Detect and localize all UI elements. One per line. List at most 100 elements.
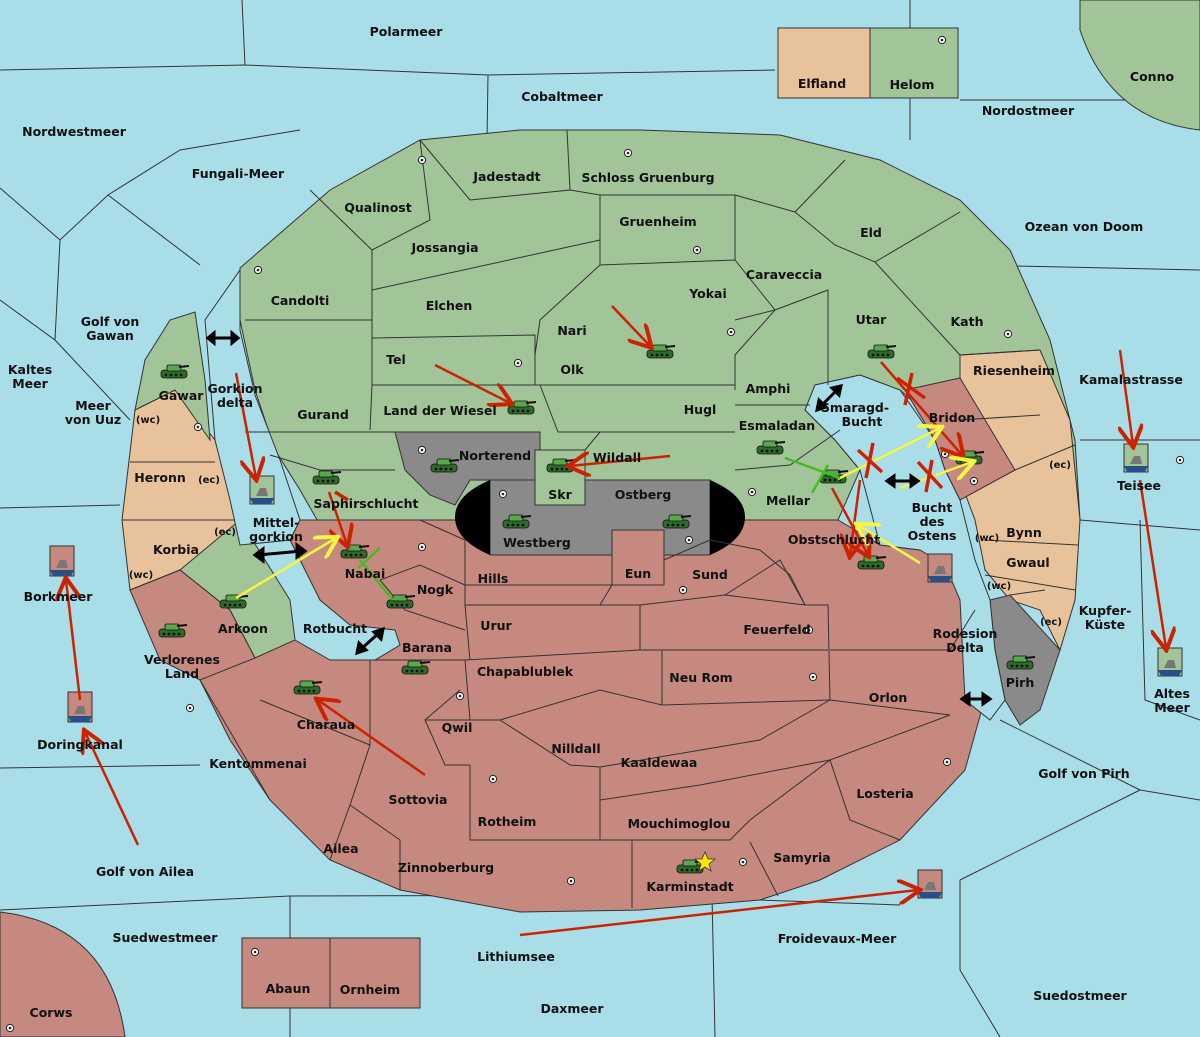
label-sund: Sund	[692, 567, 728, 582]
label-elchen: Elchen	[426, 298, 473, 313]
label-zinnoberburg: Zinnoberburg	[398, 860, 494, 875]
eun-region	[611, 529, 665, 586]
label-altes-meer-2: Meer	[1154, 700, 1190, 715]
label-suedwestmeer: Suedwestmeer	[113, 930, 219, 945]
label-nabai: Nabai	[345, 566, 386, 581]
pink-borders	[199, 519, 976, 908]
star-icon	[693, 850, 717, 872]
label-bucht-des-ostens-1: Bucht	[912, 500, 953, 515]
label-suedostmeer: Suedostmeer	[1033, 988, 1127, 1003]
ship-icon	[1123, 443, 1149, 473]
label-golf-von-gawan-1: Golf von	[81, 314, 140, 329]
conno-region	[1079, 0, 1200, 131]
label-jadestadt: Jadestadt	[472, 169, 540, 184]
label-land-der-wiesel: Land der Wiesel	[383, 403, 496, 418]
label-nilldall: Nilldall	[551, 741, 600, 756]
coast-labels: (wc) (ec) (ec) (wc) (ec) (wc) (wc) (ec)	[129, 415, 1071, 628]
label-tel: Tel	[386, 352, 406, 367]
label-mellar: Mellar	[766, 493, 811, 508]
label-jossangia: Jossangia	[410, 240, 478, 255]
label-karminstadt: Karminstadt	[646, 879, 733, 894]
label-ostberg: Ostberg	[615, 487, 672, 502]
label-norterend: Norterend	[459, 448, 531, 463]
label-obstschlucht: Obstschlucht	[788, 532, 880, 547]
label-kath: Kath	[951, 314, 984, 329]
coast-label-wc: (wc)	[987, 581, 1011, 592]
label-eun: Eun	[625, 566, 651, 581]
label-gorkion-delta-1: Gorkion	[207, 381, 262, 396]
label-chapablublek: Chapablublek	[477, 664, 574, 679]
label-westberg: Westberg	[503, 535, 571, 550]
label-samyria: Samyria	[773, 850, 831, 865]
coast-label-wc: (wc)	[975, 533, 999, 544]
label-kaaldewaa: Kaaldewaa	[621, 755, 698, 770]
norterend-region	[394, 431, 541, 506]
label-yokai: Yokai	[688, 286, 727, 301]
double-arrow-icon	[205, 329, 993, 707]
label-teisee: Teisee	[1117, 478, 1161, 493]
label-esmaladan: Esmaladan	[739, 418, 815, 433]
label-hills: Hills	[478, 571, 509, 586]
label-polarmeer: Polarmeer	[370, 24, 444, 39]
label-ailea: Ailea	[323, 841, 358, 856]
label-rodesion-delta-2: Delta	[946, 640, 984, 655]
label-doringkanal: Doringkanal	[37, 737, 123, 752]
label-verlorenes-land-2: Land	[165, 666, 199, 681]
label-sottovia: Sottovia	[389, 792, 448, 807]
ornheim-region	[329, 937, 421, 1009]
label-golf-von-gawan-2: Gawan	[86, 328, 134, 343]
label-altes-meer-1: Altes	[1154, 686, 1190, 701]
ship-icon	[927, 553, 953, 583]
label-nordwestmeer: Nordwestmeer	[22, 124, 127, 139]
label-cobaltmeer: Cobaltmeer	[521, 89, 603, 104]
coast-label-ec: (ec)	[1040, 617, 1062, 628]
label-verlorenes-land-1: Verlorenes	[144, 652, 220, 667]
label-ozean-von-doom: Ozean von Doom	[1025, 219, 1144, 234]
label-saphirschlucht: Saphirschlucht	[314, 496, 419, 511]
label-kamalastrasse: Kamalastrasse	[1079, 372, 1183, 387]
label-orlon: Orlon	[869, 690, 908, 705]
label-bynn: Bynn	[1006, 525, 1041, 540]
corws-region	[0, 911, 126, 1037]
label-abaun: Abaun	[266, 981, 311, 996]
label-meer-von-uuz-1: Meer	[75, 398, 111, 413]
label-gorkion-delta-2: delta	[217, 395, 253, 410]
label-rotheim: Rotheim	[478, 814, 537, 829]
label-nogk: Nogk	[417, 582, 454, 597]
green-borders	[245, 129, 961, 471]
verlorenes-land-region	[129, 569, 256, 681]
label-conno: Conno	[1130, 69, 1175, 84]
coast-label-ec: (ec)	[1049, 460, 1071, 471]
coast-label-wc: (wc)	[129, 570, 153, 581]
convoy-orders	[357, 456, 841, 601]
label-caraveccia: Caraveccia	[746, 267, 822, 282]
x-mark-icon	[334, 372, 944, 502]
label-wildall: Wildall	[593, 450, 641, 465]
label-nari: Nari	[557, 323, 586, 338]
label-neu-rom: Neu Rom	[669, 670, 732, 685]
label-kupfer-kueste-2: Küste	[1085, 617, 1125, 632]
label-pirh: Pirh	[1006, 675, 1035, 690]
ship-icon	[249, 475, 275, 505]
label-rodesion-delta-1: Rodesion	[933, 626, 998, 641]
label-charaua: Charaua	[297, 717, 355, 732]
label-daxmeer: Daxmeer	[540, 1001, 604, 1016]
label-mittelgorkion-1: Mittel-	[253, 515, 300, 530]
label-barana: Barana	[402, 640, 452, 655]
label-mittelgorkion-2: gorkion	[249, 529, 303, 544]
move-orders	[66, 305, 1166, 937]
coast-label-ec: (ec)	[214, 527, 236, 538]
label-korbia: Korbia	[153, 542, 199, 557]
west-cap	[455, 480, 490, 555]
coast-label-ec: (ec)	[198, 475, 220, 486]
land-labels[interactable]: Elfland Helom Jadestadt Schloss Gruenbur…	[30, 76, 1161, 1020]
ship-icon	[917, 869, 943, 899]
label-borkmeer: Borkmeer	[24, 589, 94, 604]
label-olk: Olk	[560, 362, 584, 377]
label-golf-von-pirh: Golf von Pirh	[1038, 766, 1129, 781]
label-riesenheim: Riesenheim	[973, 363, 1055, 378]
label-golf-von-ailea: Golf von Ailea	[96, 864, 194, 879]
coast-label-wc: (wc)	[136, 415, 160, 426]
label-mouchimoglou: Mouchimoglou	[628, 816, 731, 831]
